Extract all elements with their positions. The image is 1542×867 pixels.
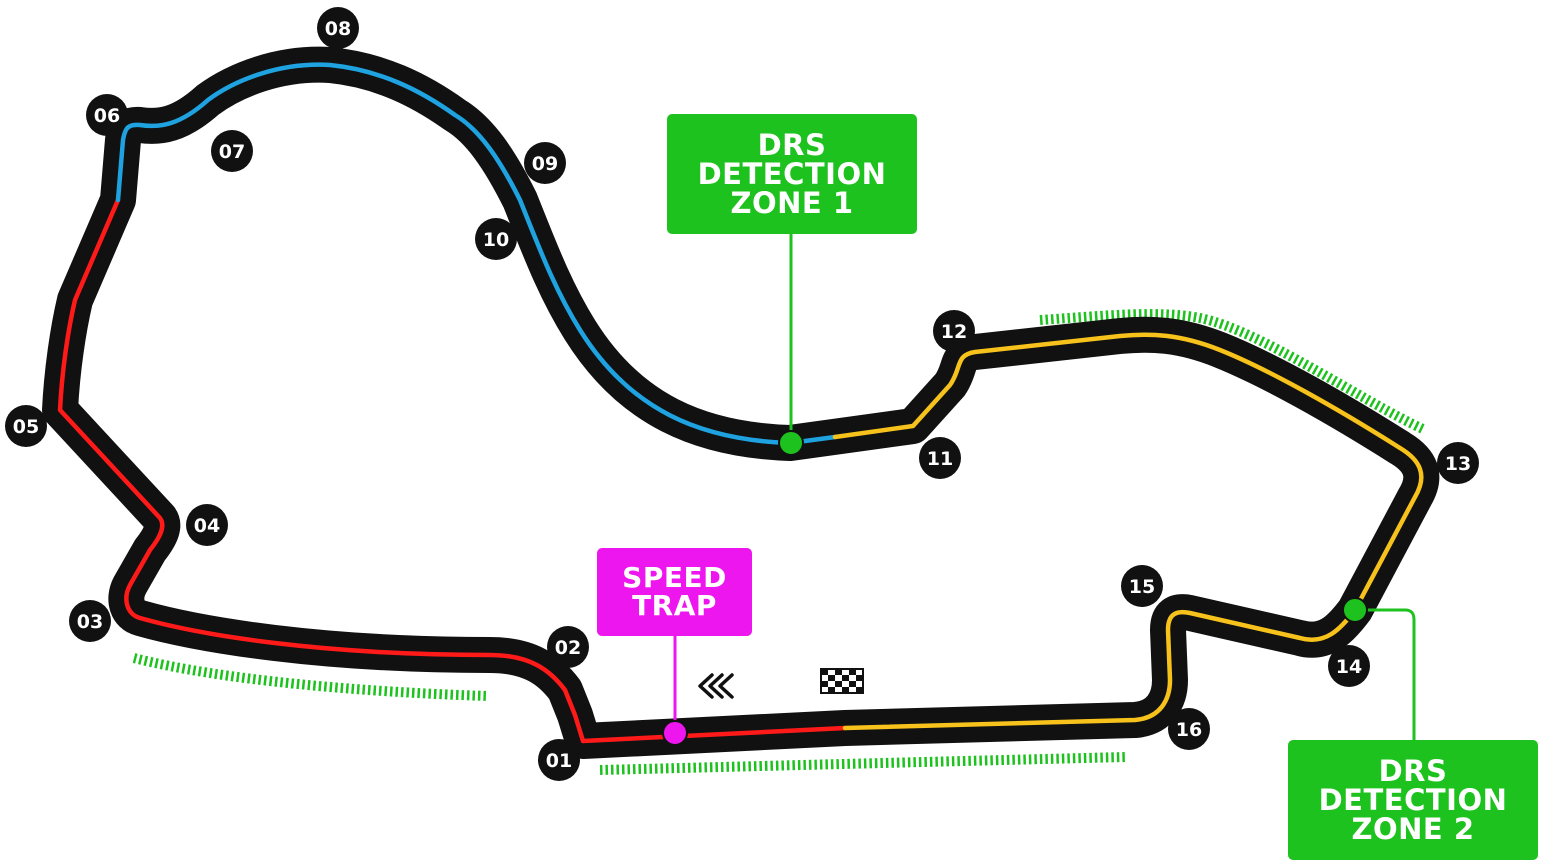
corner-marker: 10 — [475, 218, 517, 260]
corner-marker: 12 — [933, 310, 975, 352]
speed-trap-line-1: SPEED — [622, 561, 727, 594]
svg-text:11: 11 — [927, 448, 953, 470]
corner-marker: 09 — [524, 142, 566, 184]
drs-zone-2-connector — [1355, 608, 1416, 740]
sector-3-line — [832, 332, 1424, 731]
svg-text:05: 05 — [13, 416, 39, 438]
svg-text:04: 04 — [194, 515, 220, 537]
corner-marker: 07 — [211, 130, 253, 172]
track-sectors — [57, 62, 1424, 744]
drs-zone-marker-main-straight — [599, 752, 1126, 775]
speed-trap-line-2: TRAP — [632, 589, 717, 622]
speed-trap-point — [662, 720, 688, 746]
checkered-flag-icon — [820, 668, 864, 694]
svg-text:03: 03 — [77, 611, 103, 633]
drs-zone-1-line-3: ZONE 1 — [730, 185, 854, 220]
corner-marker: 05 — [5, 405, 47, 447]
corner-marker: 16 — [1168, 708, 1210, 750]
corner-marker: 06 — [86, 94, 128, 136]
drs-zone-1-line-2: DETECTION — [697, 156, 887, 191]
drs-detection-zone-2-label: DRS DETECTION ZONE 2 — [1288, 740, 1538, 860]
sector-1-line — [57, 197, 848, 744]
speed-trap-label: SPEED TRAP — [597, 548, 752, 636]
svg-text:10: 10 — [483, 229, 509, 251]
corner-marker: 13 — [1437, 442, 1479, 484]
sector-2-line — [115, 62, 838, 446]
svg-text:07: 07 — [219, 141, 245, 163]
corner-markers: 01 02 03 04 05 06 07 08 09 10 11 12 13 1… — [5, 7, 1479, 781]
drs-detection-point-2 — [1342, 597, 1368, 623]
connector-lines — [673, 233, 1416, 740]
drs-zone-markers — [132, 309, 1428, 775]
drs-zone-marker-back-straight — [1039, 309, 1428, 435]
svg-text:16: 16 — [1176, 719, 1202, 741]
corner-marker: 03 — [69, 600, 111, 642]
drs-zone-2-line-1: DRS — [1378, 753, 1448, 788]
corner-marker: 15 — [1121, 565, 1163, 607]
svg-text:15: 15 — [1129, 576, 1155, 598]
drs-detection-point-1 — [778, 430, 804, 456]
svg-text:02: 02 — [555, 637, 581, 659]
drs-zone-1-line-1: DRS — [757, 127, 827, 162]
corner-marker: 01 — [538, 739, 580, 781]
svg-text:01: 01 — [546, 750, 572, 772]
corner-marker: 14 — [1328, 645, 1370, 687]
drs-zone-2-line-3: ZONE 2 — [1351, 811, 1475, 846]
corner-marker: 08 — [317, 7, 359, 49]
svg-text:14: 14 — [1336, 656, 1362, 678]
corner-marker: 02 — [547, 626, 589, 668]
drs-detection-zone-1-label: DRS DETECTION ZONE 1 — [667, 114, 917, 234]
drs-zone-2-line-2: DETECTION — [1318, 782, 1508, 817]
direction-chevrons-icon — [698, 673, 734, 699]
svg-text:09: 09 — [532, 153, 558, 175]
svg-text:13: 13 — [1445, 453, 1471, 475]
corner-marker: 11 — [919, 437, 961, 479]
corner-marker: 04 — [186, 504, 228, 546]
svg-text:06: 06 — [94, 105, 120, 127]
svg-text:08: 08 — [325, 18, 351, 40]
svg-text:12: 12 — [941, 321, 967, 343]
